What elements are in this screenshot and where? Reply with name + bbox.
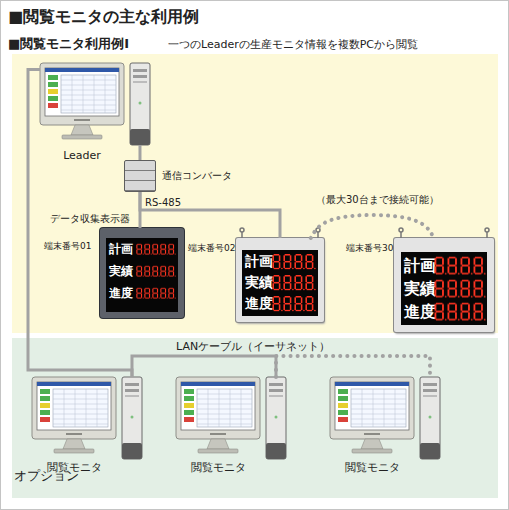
row-label: 進度: [109, 286, 133, 300]
terminal-number: 端末番号01: [44, 241, 91, 252]
row-label: 計画: [404, 256, 436, 275]
lan-line: [28, 70, 132, 377]
part-name: データ収集表示器: [50, 213, 130, 225]
computer-label: 閲覧モニタ: [176, 461, 260, 474]
viewer-computer: [176, 377, 286, 459]
row-label: 実績: [245, 274, 273, 291]
leader-computer: [40, 63, 150, 145]
terminal-number: 端末番号30: [346, 243, 393, 254]
communication-converter: 通信コンバータ: [124, 160, 156, 192]
viewer-computer: [32, 377, 142, 459]
lan-line: [132, 356, 276, 377]
row-label: 計画: [245, 253, 273, 270]
viewer-computer: [330, 377, 440, 459]
display-unit: 端末番号02計画実績進度: [236, 238, 324, 322]
computer-label: 閲覧モニタ: [330, 461, 414, 474]
option-note: オプション: [14, 468, 79, 484]
display-unit: 端末番号30計画実績進度: [394, 238, 494, 332]
connector-group: [28, 70, 434, 377]
computer-label: Leader: [40, 149, 124, 162]
option-area-band: [12, 338, 498, 498]
row-label: 進度: [404, 302, 436, 321]
display-unit: 端末番号01計画実績進度: [100, 228, 184, 318]
section-heading: ■閲覧モニタ利用例Ⅰ: [8, 36, 129, 52]
connector-label: RS-485: [145, 197, 181, 209]
row-label: 実績: [404, 279, 436, 298]
row-label: 進度: [245, 295, 273, 312]
leader-pc: Leader: [40, 63, 150, 145]
converter-label: 通信コンバータ: [162, 170, 232, 182]
rs485-line: [139, 192, 142, 228]
viewer-pc: 閲覧モニタ: [330, 377, 440, 459]
row-label: 計画: [109, 242, 133, 256]
viewer-pc: 閲覧モニタ: [176, 377, 286, 459]
leader-area-band: [12, 54, 498, 333]
row-label: 実績: [109, 264, 133, 278]
connector-label: LANケーブル（イーサネット）: [176, 340, 330, 353]
lan-dotted-line: [276, 356, 430, 377]
terminal-number: 端末番号02: [188, 243, 235, 254]
viewer-pc: 閲覧モニタ: [32, 377, 142, 459]
rs485-dotted-line: [311, 215, 434, 238]
seven-segment-digits: [136, 244, 486, 321]
cable-line: [138, 145, 141, 160]
diagram-title: ■閲覧モニタの主な利用例: [8, 7, 199, 26]
hanging-hooks: [240, 228, 489, 238]
section-note: 一つのLeaderの生産モニタ情報を複数PCから閲覧: [168, 38, 418, 51]
connector-label: （最大30台まで接続可能）: [316, 194, 439, 206]
rs485-line: [140, 192, 280, 238]
